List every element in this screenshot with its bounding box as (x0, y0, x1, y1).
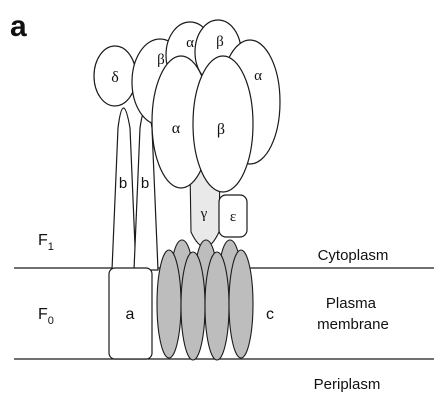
b-label-left: b (119, 175, 127, 192)
gamma-label: γ (200, 206, 208, 222)
c-ring-subunit (229, 250, 253, 358)
b-label-right: b (141, 175, 149, 192)
c-ring-subunit (205, 252, 229, 360)
alpha-label-back-right: α (254, 68, 262, 84)
delta-label: δ (111, 69, 119, 86)
epsilon-label: ε (230, 209, 236, 225)
plasma-membrane-label: Plasma membrane (317, 295, 389, 333)
plasma-membrane-line-1: Plasma (326, 295, 377, 312)
alpha-label-front: α (172, 120, 181, 137)
beta-label-back-top: β (216, 34, 224, 50)
c-ring-subunit (181, 252, 205, 360)
f0-label: F0 (38, 306, 54, 327)
c-label: c (266, 306, 274, 323)
a-label: a (126, 306, 135, 323)
periplasm-label: Periplasm (314, 376, 381, 393)
plasma-membrane-line-2: membrane (317, 316, 389, 333)
beta-label-front: β (217, 121, 225, 138)
cytoplasm-label: Cytoplasm (318, 247, 389, 264)
panel-label: a (10, 10, 27, 43)
beta-label-back-left: β (157, 52, 165, 68)
c-ring-subunit (157, 250, 181, 358)
alpha-label-back-top: α (186, 35, 194, 51)
f1-label: F1 (38, 232, 54, 253)
